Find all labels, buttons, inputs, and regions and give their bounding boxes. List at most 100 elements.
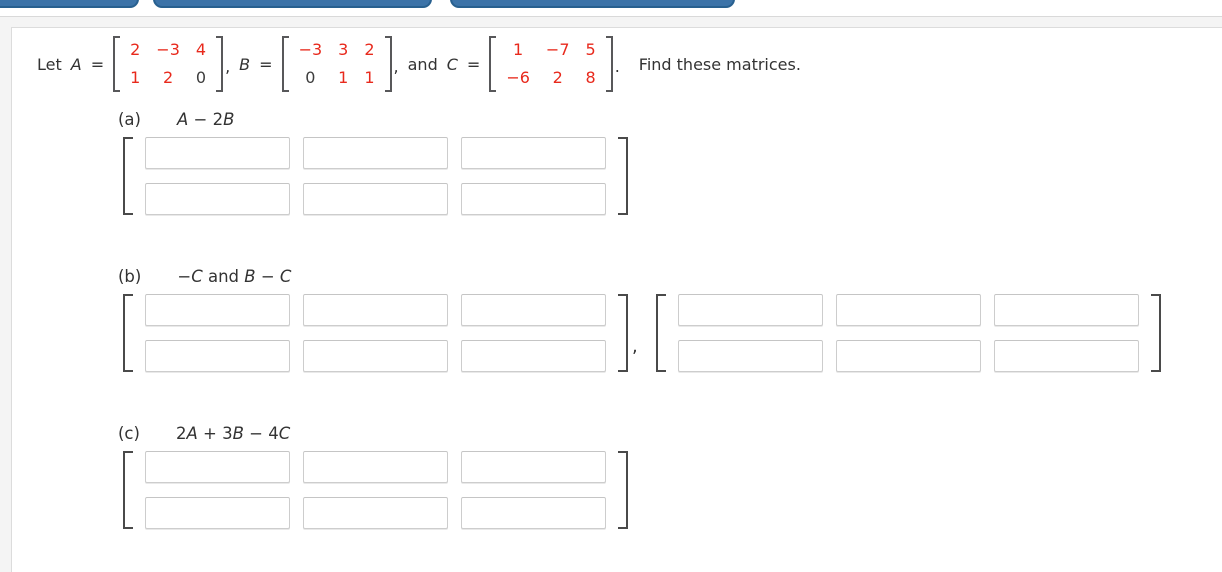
formula-segment: A <box>186 424 198 443</box>
browser-tab[interactable] <box>450 0 735 8</box>
matrix-answer-input[interactable] <box>145 137 290 169</box>
matrix-answer-input[interactable] <box>145 294 290 326</box>
section-c: (c) 2A + 3B − 4C <box>118 424 1222 534</box>
matrix-bracket-right <box>618 137 628 215</box>
matrix-bracket-left <box>123 137 133 215</box>
matrix-bracket-right <box>618 294 628 372</box>
matrix-answer-input[interactable] <box>461 340 606 372</box>
section-c-header: (c) 2A + 3B − 4C <box>118 424 1222 443</box>
answer-matrix <box>655 289 1161 377</box>
formula-segment: − 2 <box>188 110 224 129</box>
matrix-value: 1 <box>338 68 349 87</box>
matrix-answer-input[interactable] <box>461 451 606 483</box>
matrix-answer-input[interactable] <box>677 340 823 372</box>
answer-grid <box>677 294 1139 372</box>
matrix-answer-input[interactable] <box>835 340 981 372</box>
matrix-value: 3 <box>338 40 349 59</box>
answer-grid <box>145 451 606 529</box>
section-formula: 2A + 3B − 4C <box>176 424 290 443</box>
matrix-answer-input[interactable] <box>461 497 606 529</box>
matrix-answer-input[interactable] <box>993 294 1139 326</box>
matrix-value: 1 <box>364 68 375 87</box>
matrix-bracket-left <box>123 294 133 372</box>
matrix-separator-comma: , <box>632 336 638 357</box>
matrix-value: 2 <box>364 40 375 59</box>
matrix-value: −3 <box>298 40 323 59</box>
instruction-text: Find these matrices. <box>638 54 801 74</box>
section-formula: −C and B − C <box>177 267 291 286</box>
matrix-value: −3 <box>156 40 180 59</box>
formula-segment: − <box>177 267 192 286</box>
equals-sign: = <box>90 54 105 74</box>
matrix-answer-input[interactable] <box>303 137 448 169</box>
section-a-answer-row <box>123 132 1222 220</box>
matrix-value: 2 <box>130 40 141 59</box>
answer-grid <box>145 137 606 215</box>
matrix-bracket-left <box>655 294 666 372</box>
matrix-answer-input[interactable] <box>461 294 606 326</box>
formula-segment: − <box>255 267 280 286</box>
statement-text: Let <box>37 54 62 74</box>
browser-tab[interactable] <box>0 0 139 8</box>
formula-segment: B <box>244 267 256 286</box>
matrix-bracket-right <box>384 36 392 92</box>
formula-segment: B <box>232 424 244 443</box>
variable-name-c: C <box>446 54 458 74</box>
punctuation-comma: , <box>225 57 231 76</box>
matrix-value: 2 <box>552 68 563 87</box>
punctuation-period: . <box>614 57 620 76</box>
statement-text: and <box>407 54 438 74</box>
matrix-answer-input[interactable] <box>835 294 981 326</box>
matrix-answer-input[interactable] <box>145 340 290 372</box>
matrix-answer-input[interactable] <box>145 451 290 483</box>
matrix-value: 1 <box>513 40 524 59</box>
section-label: (b) <box>118 267 142 286</box>
matrix-value: 0 <box>305 68 316 87</box>
matrix-answer-input[interactable] <box>677 294 823 326</box>
section-a: (a) A − 2B <box>118 110 1222 220</box>
matrix-answer-input[interactable] <box>461 137 606 169</box>
formula-segment: + 3 <box>197 424 233 443</box>
matrix-value: 1 <box>130 68 141 87</box>
matrix-answer-input[interactable] <box>993 340 1139 372</box>
variable-name-b: B <box>239 54 251 74</box>
matrix-bracket-right <box>605 36 613 92</box>
matrix-answer-input[interactable] <box>303 340 448 372</box>
browser-tab-bar <box>0 0 1222 17</box>
formula-segment: C <box>279 267 292 286</box>
matrix-bracket-left <box>113 36 121 92</box>
matrix-value: −7 <box>545 40 570 59</box>
formula-segment: − 4 <box>243 424 279 443</box>
answer-sections: (a) A − 2B (b) −C and B − C <box>118 110 1222 534</box>
formula-segment: C <box>191 267 203 286</box>
section-formula: A − 2B <box>177 110 234 129</box>
matrix-value: 2 <box>163 68 174 87</box>
formula-segment: C <box>278 424 291 443</box>
matrix-answer-input[interactable] <box>303 183 448 215</box>
equals-sign: = <box>259 54 273 74</box>
matrix-answer-input[interactable] <box>461 183 606 215</box>
matrix-answer-input[interactable] <box>303 451 448 483</box>
browser-tab[interactable] <box>153 0 432 8</box>
matrix-bracket-left <box>489 36 497 92</box>
matrix-value: 5 <box>585 40 596 59</box>
matrix-bracket-right <box>1150 294 1161 372</box>
matrix-value: 8 <box>585 68 596 87</box>
matrix-answer-input[interactable] <box>303 294 448 326</box>
formula-segment: and <box>202 267 245 286</box>
matrix-answer-input[interactable] <box>145 183 290 215</box>
matrix-bracket-right <box>216 36 224 92</box>
matrix-answer-input[interactable] <box>145 497 290 529</box>
section-label: (a) <box>118 110 141 129</box>
formula-segment: A <box>177 110 189 129</box>
answer-matrix <box>123 446 628 534</box>
answer-matrix <box>123 289 628 377</box>
matrix-answer-input[interactable] <box>303 497 448 529</box>
punctuation-comma: , <box>393 57 399 76</box>
variable-name-a: A <box>70 54 82 74</box>
